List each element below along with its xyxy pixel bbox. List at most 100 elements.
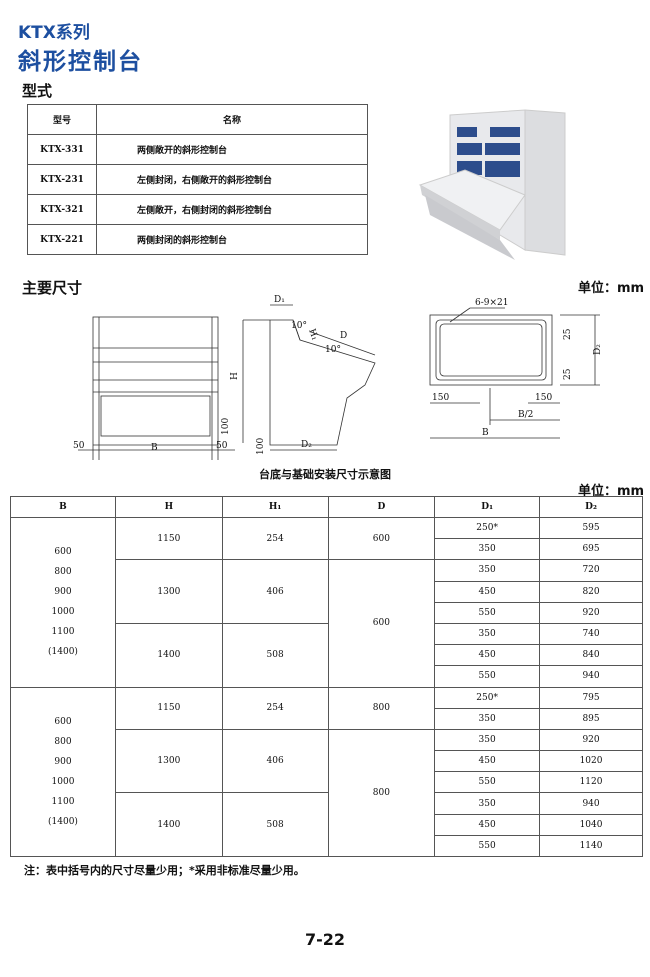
d2-cell: 695 <box>539 538 643 561</box>
h-cell: 1400 <box>114 792 223 857</box>
side-label-angle2: 10° <box>325 345 341 355</box>
plan-label-holes: 6-9×21 <box>475 298 509 308</box>
h1-cell: 254 <box>221 686 329 730</box>
d1-cell: 550 <box>434 771 541 794</box>
h-cell: 1150 <box>114 516 223 561</box>
series-label: KTX系列 <box>18 23 90 43</box>
plan-view-diagram: 6-9×21 25 25 D₂ 150 150 B/2 B <box>429 298 603 439</box>
b-cell: 600 800 900 1000 1100 (1400) <box>10 517 116 688</box>
d2-cell: 920 <box>539 601 643 624</box>
d2-cell: 1140 <box>539 834 643 858</box>
d2-cell: 740 <box>539 622 643 646</box>
side-label-d1: D₁ <box>274 295 285 305</box>
model-cell: KTX-321 <box>27 194 97 225</box>
side-label-h1: H₁ <box>306 328 319 342</box>
b-value: 1000 <box>51 776 75 787</box>
models-heading: 型式 <box>22 82 53 100</box>
name-cell: 两侧敞开的斜形控制台 <box>96 134 368 165</box>
d-cell: 800 <box>327 686 436 730</box>
b-value: 800 <box>54 736 72 747</box>
plan-label-150-left: 150 <box>432 393 449 403</box>
d1-cell: 350 <box>434 792 541 815</box>
plan-label-b: B <box>482 428 489 438</box>
b-value: 900 <box>54 587 72 598</box>
front-label-100: 100 <box>221 418 231 435</box>
name-cell: 两侧封闭的斜形控制台 <box>96 224 368 255</box>
front-label-50-left: 50 <box>73 441 85 451</box>
side-label-d: D <box>340 331 347 341</box>
dimensions-heading: 主要尺寸 <box>22 279 83 297</box>
h-cell: 1300 <box>114 559 223 624</box>
b-value: 800 <box>54 567 72 578</box>
b-value: 1000 <box>51 607 75 618</box>
col-h1: H₁ <box>221 496 329 518</box>
d2-cell: 1020 <box>539 750 643 773</box>
side-view-diagram: D₁ H₁ 10° D 10° H 100 D₂ <box>230 295 376 455</box>
d-cell: 600 <box>327 559 436 688</box>
d2-cell: 820 <box>539 580 643 603</box>
footnote: 注：表中括号内的尺寸尽量少用；*采用非标准尽量少用。 <box>24 864 305 877</box>
page-number: 7-22 <box>304 930 346 949</box>
h1-cell: 254 <box>221 516 329 561</box>
name-cell: 左侧封闭，右侧敞开的斜形控制台 <box>96 164 368 195</box>
d2-cell: 895 <box>539 707 643 730</box>
h1-cell: 406 <box>221 728 329 794</box>
d1-cell: 350 <box>434 707 541 730</box>
d1-cell: 350 <box>434 728 541 752</box>
d2-cell: 795 <box>539 686 643 709</box>
b-value: (1400) <box>48 816 78 827</box>
front-label-b: B <box>151 443 158 453</box>
d2-cell: 1040 <box>539 813 643 836</box>
col-d: D <box>327 496 436 518</box>
d-cell: 800 <box>327 728 436 858</box>
col-d2: D₂ <box>539 496 643 518</box>
d1-cell: 250* <box>434 686 541 709</box>
d2-cell: 1120 <box>539 771 643 794</box>
d1-cell: 450 <box>434 580 541 603</box>
side-label-h: H <box>230 372 240 380</box>
name-cell: 左侧敞开，右侧封闭的斜形控制台 <box>96 194 368 225</box>
d1-cell: 350 <box>434 538 541 561</box>
d1-cell: 350 <box>434 559 541 582</box>
d1-cell: 550 <box>434 601 541 624</box>
table-unit-label: 单位：mm <box>578 484 645 499</box>
side-label-d2: D₂ <box>301 440 312 450</box>
model-cell: KTX-221 <box>27 224 97 255</box>
product-photo <box>418 109 566 260</box>
model-cell: KTX-231 <box>27 164 97 195</box>
h-cell: 1300 <box>114 728 223 794</box>
diagram-caption: 台底与基础安装尺寸示意图 <box>259 468 391 481</box>
b-value: (1400) <box>48 647 78 658</box>
h-cell: 1400 <box>114 622 223 688</box>
page-title: 斜形控制台 <box>18 49 143 75</box>
col-d1: D₁ <box>434 496 541 518</box>
front-label-50-right: 50 <box>216 441 228 451</box>
front-view-diagram: B 50 50 100 <box>73 316 235 460</box>
b-value: 1100 <box>51 627 75 638</box>
d1-cell: 450 <box>434 813 541 836</box>
plan-label-150-right: 150 <box>535 393 552 403</box>
d2-cell: 595 <box>539 516 643 540</box>
b-value: 600 <box>54 547 72 558</box>
d1-cell: 250* <box>434 516 541 540</box>
d1-cell: 550 <box>434 665 541 688</box>
h1-cell: 508 <box>221 792 329 857</box>
side-label-angle1: 10° <box>291 321 307 331</box>
plan-label-d2: D₂ <box>593 344 603 355</box>
plan-label-25-top: 25 <box>563 328 573 340</box>
d2-cell: 940 <box>539 665 643 688</box>
